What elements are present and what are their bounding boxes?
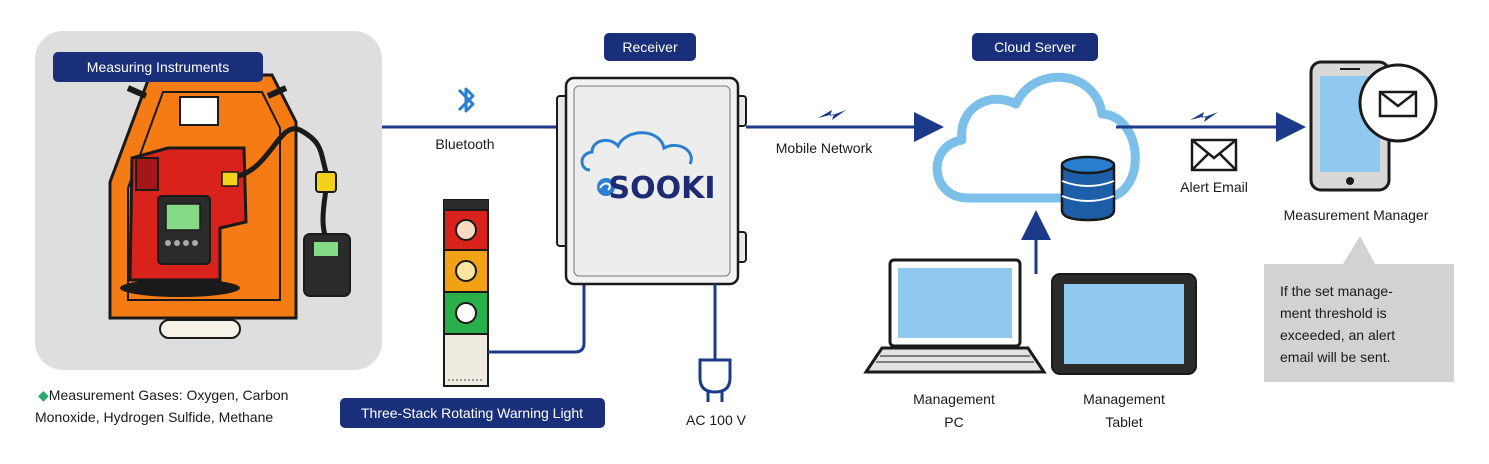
measurement-gases-note: ◆Measurement Gases: Oxygen, Carbon Monox… bbox=[35, 387, 288, 425]
callout-line-1: If the set manage- bbox=[1280, 283, 1393, 299]
management-pc-label-2: PC bbox=[944, 414, 963, 430]
measurement-manager-label: Measurement Manager bbox=[1284, 207, 1429, 223]
tablet-icon bbox=[1051, 273, 1197, 375]
warning-light-icon bbox=[443, 199, 489, 387]
plug-icon bbox=[698, 350, 732, 402]
alert-email-label: Alert Email bbox=[1180, 179, 1248, 195]
callout-line-3: exceeded, an alert bbox=[1280, 327, 1395, 343]
diamond-bullet-icon: ◆ bbox=[38, 387, 49, 403]
receiver-box-icon: SOOKI bbox=[556, 76, 747, 286]
lightning-icon bbox=[818, 110, 846, 120]
callout-line-4: email will be sent. bbox=[1280, 349, 1391, 365]
callout-line-2: ment threshold is bbox=[1280, 305, 1387, 321]
gas-detector-icon bbox=[108, 73, 351, 339]
warning-light-cable bbox=[488, 284, 586, 354]
management-tablet-label-2: Tablet bbox=[1105, 414, 1142, 430]
alert-callout: If the set manage- ment threshold is exc… bbox=[1264, 236, 1454, 382]
warning-light-text: Three-Stack Rotating Warning Light bbox=[361, 405, 583, 421]
gases-line-1: ◆Measurement Gases: Oxygen, Carbon bbox=[38, 387, 288, 403]
ac-power-label: AC 100 V bbox=[686, 412, 747, 428]
management-pc-label-1: Management bbox=[913, 391, 995, 407]
gases-line-2: Monoxide, Hydrogen Sulfide, Methane bbox=[35, 409, 273, 425]
mobile-network-label: Mobile Network bbox=[776, 140, 873, 156]
envelope-bubble-icon bbox=[1358, 63, 1438, 143]
sooki-logo: SOOKI bbox=[608, 171, 715, 206]
database-icon bbox=[1060, 155, 1116, 222]
warning-light-label: Three-Stack Rotating Warning Light bbox=[340, 398, 605, 428]
laptop-icon bbox=[863, 258, 1047, 374]
cloud-server-label: Cloud Server bbox=[972, 33, 1098, 61]
measuring-instruments-label: Measuring Instruments bbox=[53, 52, 263, 82]
receiver-text: Receiver bbox=[622, 39, 678, 55]
lightning-icon-2 bbox=[1190, 112, 1218, 122]
envelope-icon bbox=[1190, 138, 1238, 172]
cloud-server-text: Cloud Server bbox=[994, 39, 1076, 55]
bluetooth-label: Bluetooth bbox=[435, 136, 494, 152]
receiver-label: Receiver bbox=[604, 33, 696, 61]
measuring-instruments-panel: Measuring Instruments bbox=[35, 31, 382, 370]
gases-text-1: Measurement Gases: Oxygen, Carbon bbox=[49, 387, 289, 403]
bluetooth-icon bbox=[457, 87, 475, 113]
management-tablet-label-1: Management bbox=[1083, 391, 1165, 407]
measuring-instruments-text: Measuring Instruments bbox=[87, 59, 229, 75]
